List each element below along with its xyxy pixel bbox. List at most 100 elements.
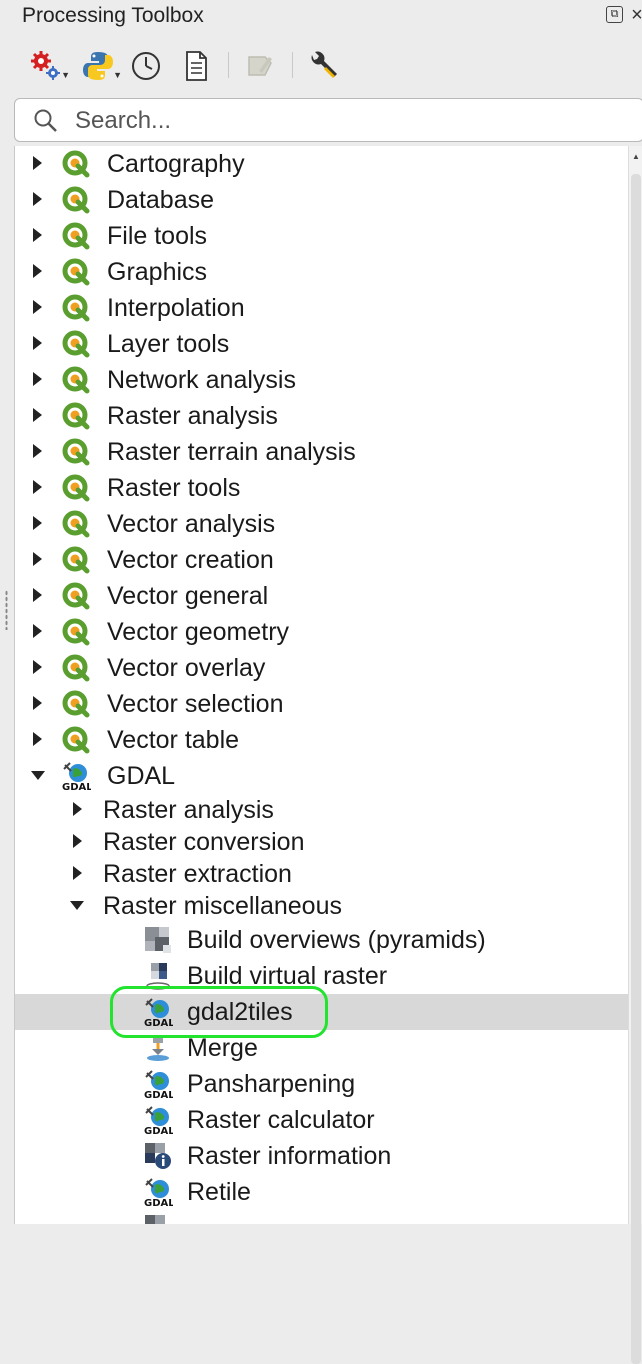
expand-arrow-icon[interactable] xyxy=(73,866,82,880)
tree-item-label: Raster analysis xyxy=(103,796,274,824)
tree-item-cartography[interactable]: Cartography xyxy=(15,146,629,182)
qgis-icon xyxy=(61,221,91,251)
toolbar: ▼ ▼ xyxy=(0,40,642,90)
tree-item-raster-tools[interactable]: Raster tools xyxy=(15,470,629,506)
expand-arrow-icon[interactable] xyxy=(33,408,42,422)
tree-item-label: Pansharpening xyxy=(187,1070,356,1098)
expand-arrow-icon[interactable] xyxy=(73,834,82,848)
algorithm-raster-calculator[interactable]: GDAL Raster calculator xyxy=(15,1102,629,1138)
tree-group-raster-analysis[interactable]: Raster analysis xyxy=(15,794,629,826)
expand-arrow-icon[interactable] xyxy=(33,552,42,566)
tree-item-label: gdal2tiles xyxy=(187,998,293,1026)
close-panel-icon[interactable]: × xyxy=(631,4,642,26)
tree-item-vector-table[interactable]: Vector table xyxy=(15,722,629,758)
collapse-arrow-icon[interactable] xyxy=(31,771,45,780)
tree-item-graphics[interactable]: Graphics xyxy=(15,254,629,290)
toolbar-separator xyxy=(228,52,229,78)
tree-item-vector-creation[interactable]: Vector creation xyxy=(15,542,629,578)
dock-resize-handle[interactable] xyxy=(5,590,8,630)
expand-arrow-icon[interactable] xyxy=(33,300,42,314)
svg-text:GDAL: GDAL xyxy=(144,1090,173,1099)
qgis-icon xyxy=(61,293,91,323)
collapse-arrow-icon[interactable] xyxy=(70,901,84,910)
tree-item-label: Layer tools xyxy=(107,330,230,358)
chevron-down-icon: ▼ xyxy=(61,70,70,80)
expand-arrow-icon[interactable] xyxy=(33,732,42,746)
qgis-icon xyxy=(61,365,91,395)
tree-group-raster-conversion[interactable]: Raster conversion xyxy=(15,826,629,858)
options-button[interactable] xyxy=(304,46,342,86)
history-button[interactable] xyxy=(128,46,164,86)
tree-item-label: Vector overlay xyxy=(107,654,266,682)
search-icon xyxy=(34,109,57,132)
search-box[interactable] xyxy=(14,98,642,142)
tree-item-vector-analysis[interactable]: Vector analysis xyxy=(15,506,629,542)
tree-item-label: Vector selection xyxy=(107,690,284,718)
tree-item-vector-overlay[interactable]: Vector overlay xyxy=(15,650,629,686)
expand-arrow-icon[interactable] xyxy=(33,624,42,638)
tree-group-raster-miscellaneous[interactable]: Raster miscellaneous xyxy=(15,890,629,922)
scripts-button[interactable]: ▼ xyxy=(78,46,122,86)
pyramid-icon xyxy=(143,925,173,955)
algorithm-build-overviews[interactable]: Build overviews (pyramids) xyxy=(15,922,629,958)
tree-item-label: Cartography xyxy=(107,150,245,178)
models-button[interactable]: ▼ xyxy=(26,46,70,86)
expand-arrow-icon[interactable] xyxy=(33,264,42,278)
expand-arrow-icon[interactable] xyxy=(33,516,42,530)
expand-arrow-icon[interactable] xyxy=(33,660,42,674)
expand-arrow-icon[interactable] xyxy=(33,336,42,350)
tree-item-label: Database xyxy=(107,186,215,214)
tree-group-raster-extraction[interactable]: Raster extraction xyxy=(15,858,629,890)
gdal-icon: GDAL xyxy=(61,761,93,793)
search-input[interactable] xyxy=(73,103,617,139)
gdal-icon: GDAL xyxy=(143,1105,175,1137)
float-panel-icon[interactable]: ⧉ xyxy=(606,6,623,23)
scrollbar-thumb[interactable] xyxy=(631,174,641,1364)
algorithm-build-virtual-raster[interactable]: Build virtual raster xyxy=(15,958,629,994)
expand-arrow-icon[interactable] xyxy=(33,372,42,386)
results-viewer-button[interactable] xyxy=(178,46,214,86)
qgis-icon xyxy=(61,689,91,719)
scroll-up-icon[interactable]: ▲ xyxy=(632,152,640,161)
expand-arrow-icon[interactable] xyxy=(33,588,42,602)
document-icon xyxy=(186,51,207,81)
vertical-scrollbar[interactable]: ▲ xyxy=(628,146,642,1364)
algorithm-raster-information[interactable]: Raster information xyxy=(15,1138,629,1174)
tree-item-raster-analysis[interactable]: Raster analysis xyxy=(15,398,629,434)
edit-features-in-place-button[interactable] xyxy=(242,46,278,86)
panel-title: Processing Toolbox xyxy=(22,4,204,27)
tree-item-interpolation[interactable]: Interpolation xyxy=(15,290,629,326)
algorithm-gdal2tiles[interactable]: GDAL gdal2tiles xyxy=(15,994,629,1030)
tree-item-network-analysis[interactable]: Network analysis xyxy=(15,362,629,398)
qgis-icon xyxy=(61,149,91,179)
tree-item-file-tools[interactable]: File tools xyxy=(15,218,629,254)
tree-item-vector-selection[interactable]: Vector selection xyxy=(15,686,629,722)
toolbar-separator xyxy=(292,52,293,78)
tree-item-layer-tools[interactable]: Layer tools xyxy=(15,326,629,362)
panel-titlebar: Processing Toolbox ⧉ × xyxy=(0,0,642,34)
expand-arrow-icon[interactable] xyxy=(33,228,42,242)
algorithm-retile[interactable]: GDAL Retile xyxy=(15,1174,629,1210)
algorithm-merge[interactable]: Merge xyxy=(15,1030,629,1066)
expand-arrow-icon[interactable] xyxy=(33,444,42,458)
qgis-icon xyxy=(61,401,91,431)
tree-item-label: Raster conversion xyxy=(103,828,305,856)
algorithm-pansharpening[interactable]: GDAL Pansharpening xyxy=(15,1066,629,1102)
expand-arrow-icon[interactable] xyxy=(33,696,42,710)
raster-info-icon xyxy=(143,1141,173,1171)
expand-arrow-icon[interactable] xyxy=(73,802,82,816)
tree-item-raster-terrain-analysis[interactable]: Raster terrain analysis xyxy=(15,434,629,470)
tree-item-label: Vector analysis xyxy=(107,510,276,538)
tree-item-vector-geometry[interactable]: Vector geometry xyxy=(15,614,629,650)
tree-item-vector-general[interactable]: Vector general xyxy=(15,578,629,614)
expand-arrow-icon[interactable] xyxy=(33,480,42,494)
tree-item-label: Network analysis xyxy=(107,366,296,394)
python-icon xyxy=(83,52,113,80)
tree-item-gdal[interactable]: GDAL GDAL xyxy=(15,758,629,794)
expand-arrow-icon[interactable] xyxy=(33,156,42,170)
tree-item-label: Merge xyxy=(187,1034,258,1062)
algorithm-partial[interactable] xyxy=(15,1210,629,1224)
tree-item-label: Vector table xyxy=(107,726,240,754)
tree-item-database[interactable]: Database xyxy=(15,182,629,218)
expand-arrow-icon[interactable] xyxy=(33,192,42,206)
